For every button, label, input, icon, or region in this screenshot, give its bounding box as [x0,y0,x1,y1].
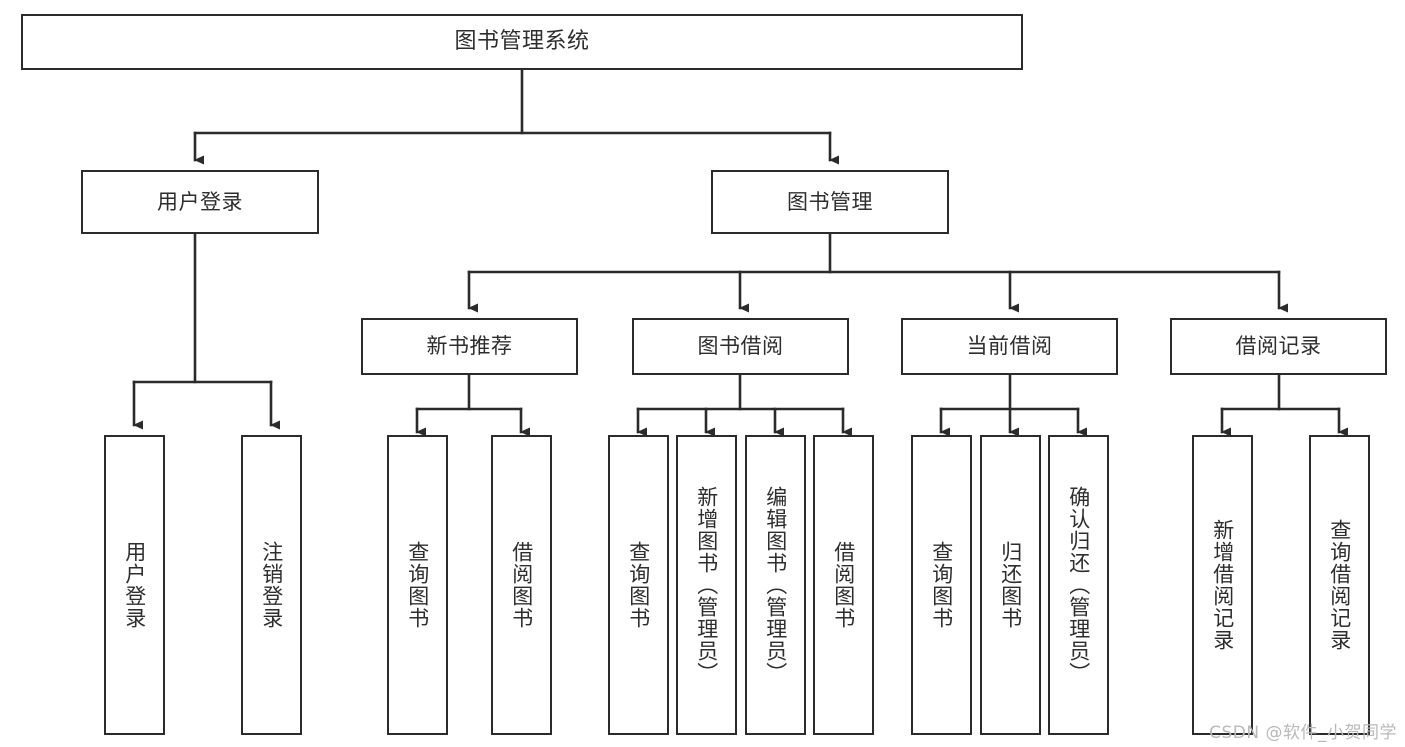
node-label: 图书管理 [787,189,873,214]
node-leaf-logout[interactable]: 注销登录 [241,435,302,735]
node-label: 查询图书 [405,541,430,629]
node-leaf-borrow-book[interactable]: 借阅图书 [813,435,874,735]
node-label: 新增图书（管理员） [694,486,719,684]
node-user-login[interactable]: 用户登录 [81,170,319,234]
node-leaf-query-book[interactable]: 查询图书 [608,435,669,735]
csdn-watermark: CSDN @软件_小贺同学 [1209,723,1397,743]
node-label: 新增借阅记录 [1210,519,1235,651]
node-leaf-add-book-admin[interactable]: 新增图书（管理员） [676,435,737,735]
node-current-borrow[interactable]: 当前借阅 [901,318,1118,375]
node-label: 借阅图书 [509,541,534,629]
node-leaf-borrow-book-recommend[interactable]: 借阅图书 [491,435,552,735]
node-label: 编辑图书（管理员） [763,486,788,684]
node-label: 用户登录 [157,189,243,214]
node-label: 新书推荐 [426,334,513,359]
node-label: 查询图书 [626,541,651,629]
node-label: 借阅图书 [831,541,856,629]
node-book-management[interactable]: 图书管理 [711,170,949,234]
node-leaf-confirm-return-admin[interactable]: 确认归还（管理员） [1048,435,1109,735]
node-root-book-management-system[interactable]: 图书管理系统 [21,14,1023,70]
node-label: 注销登录 [259,541,284,629]
node-leaf-query-book-current[interactable]: 查询图书 [911,435,972,735]
node-leaf-query-book-recommend[interactable]: 查询图书 [387,435,448,735]
node-label: 图书管理系统 [454,29,590,55]
node-leaf-query-borrow-record[interactable]: 查询借阅记录 [1309,435,1370,735]
node-label: 确认归还（管理员） [1066,486,1091,684]
node-new-book-recommend[interactable]: 新书推荐 [361,318,578,375]
node-label: 当前借阅 [966,334,1053,359]
node-leaf-return-book[interactable]: 归还图书 [980,435,1041,735]
node-label: 借阅记录 [1235,334,1322,359]
node-label: 查询图书 [929,541,954,629]
node-leaf-edit-book-admin[interactable]: 编辑图书（管理员） [745,435,806,735]
node-borrow-record[interactable]: 借阅记录 [1170,318,1387,375]
node-leaf-add-borrow-record[interactable]: 新增借阅记录 [1192,435,1253,735]
node-label: 用户登录 [122,541,147,629]
node-label: 图书借阅 [697,334,784,359]
node-book-borrow[interactable]: 图书借阅 [632,318,849,375]
node-leaf-user-login[interactable]: 用户登录 [104,435,165,735]
node-label: 归还图书 [998,541,1023,629]
node-label: 查询借阅记录 [1327,519,1352,651]
